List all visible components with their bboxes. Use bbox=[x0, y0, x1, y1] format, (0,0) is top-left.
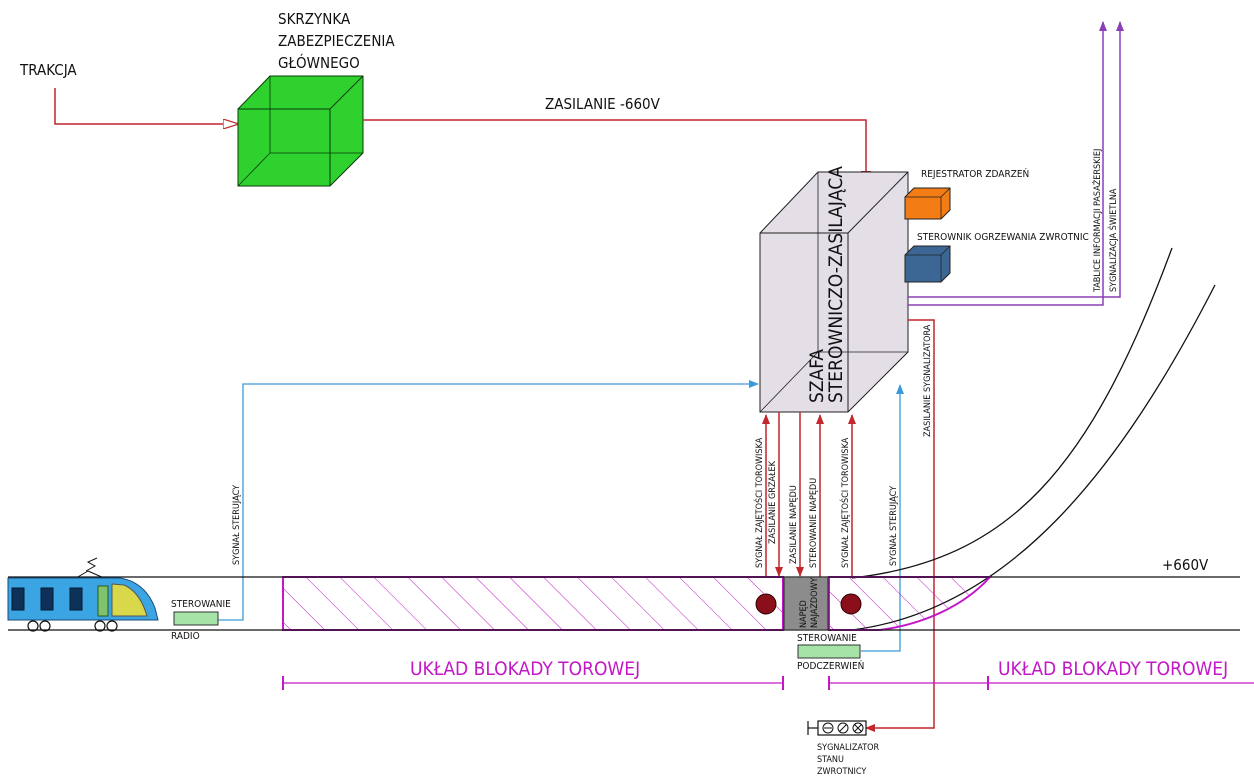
radio-control-label: SYGNAŁ STERUJĄCY bbox=[232, 485, 242, 565]
radio-control-box bbox=[173, 611, 219, 626]
voltage-label: +660V bbox=[1162, 556, 1209, 574]
drive-label-bottom: NAJAZDOWY bbox=[810, 577, 820, 628]
ir-control-label-top: STEROWANIE bbox=[797, 633, 857, 644]
passenger-info-label: TABLICE INFORMACJI PASAŻERSKIEJ bbox=[1092, 149, 1103, 293]
drive-supply-label: ZASILANIE NAPĘDU bbox=[789, 485, 799, 564]
ir-control-line bbox=[861, 384, 904, 652]
occupancy-sensor-right bbox=[840, 593, 862, 615]
ir-control-label: SYGNAŁ STERUJĄCY bbox=[889, 486, 899, 566]
event-recorder-icon bbox=[904, 187, 951, 220]
track-block-label-left: UKŁAD BLOKADY TOROWEJ bbox=[410, 658, 640, 680]
cabinet-label-line-1: SZAFA bbox=[806, 349, 828, 403]
supply-660v-line bbox=[363, 119, 866, 186]
diverging-track-upper bbox=[851, 247, 1173, 579]
signaller-supply-line bbox=[865, 319, 935, 732]
main-protection-box-label: SKRZYNKA ZABEZPIECZENIA GŁÓWNEGO bbox=[278, 10, 395, 72]
event-recorder-label: REJESTRATOR ZDARZEŃ bbox=[921, 167, 1029, 180]
ir-control-box bbox=[797, 644, 861, 659]
signaller-label-line-3: ZWROTNICY bbox=[817, 767, 866, 777]
heating-controller-icon bbox=[904, 245, 951, 283]
track-occupancy-1-label: SYGNAŁ ZAJĘTOŚCI TOROWISKA bbox=[753, 437, 765, 568]
radio-control-line bbox=[218, 380, 759, 621]
light-signal-line bbox=[908, 21, 1124, 298]
cabinet-label-line-2: STEROWNICZO-ZASILAJĄCA bbox=[825, 166, 847, 403]
supply-660v-label: ZASILANIE -660V bbox=[545, 95, 661, 113]
track-block-section-left bbox=[282, 576, 784, 631]
occupancy-sensor-left bbox=[755, 593, 777, 615]
track-occupancy-2-label: SYGNAŁ ZAJĘTOŚCI TOROWISKA bbox=[839, 437, 851, 568]
control-power-cabinet-icon bbox=[759, 171, 909, 413]
light-signal-label: SYGNALIZACJA ŚWIETLNA bbox=[1107, 188, 1119, 292]
drive-label-top: NAPĘD bbox=[799, 600, 809, 628]
main-box-label-line-3: GŁÓWNEGO bbox=[278, 53, 360, 72]
heater-supply-label: ZASILANIE GRZAŁEK bbox=[768, 460, 778, 544]
heating-controller-label: STEROWNIK OGRZEWANIA ZWROTNIC bbox=[917, 232, 1089, 243]
signaller-label-line-2: STANU bbox=[817, 755, 844, 765]
ir-control-label-bottom: PODCZERWIEŃ bbox=[797, 659, 864, 672]
drive-control-label: STEROWANIE NAPĘDU bbox=[809, 478, 819, 568]
radio-control-label-top: STEROWANIE bbox=[171, 599, 231, 610]
track-block-label-right: UKŁAD BLOKADY TOROWEJ bbox=[998, 658, 1228, 680]
tram-icon bbox=[7, 557, 159, 632]
traction-feed-line bbox=[54, 88, 238, 124]
radio-control-label-bottom: RADIO bbox=[171, 631, 200, 642]
main-box-label-line-2: ZABEZPIECZENIA bbox=[278, 32, 395, 50]
switch-signaller-icon bbox=[807, 720, 867, 736]
passenger-info-line bbox=[908, 21, 1107, 306]
traction-label: TRAKCJA bbox=[19, 61, 77, 79]
main-box-label-line-1: SKRZYNKA bbox=[278, 10, 351, 28]
signaller-label-line-1: SYGNALIZATOR bbox=[817, 743, 880, 753]
main-protection-box-icon bbox=[237, 75, 364, 187]
signaller-supply-label: ZASILANIE SYGNALIZATORA bbox=[923, 324, 933, 437]
trailing-drive-block bbox=[783, 576, 829, 631]
